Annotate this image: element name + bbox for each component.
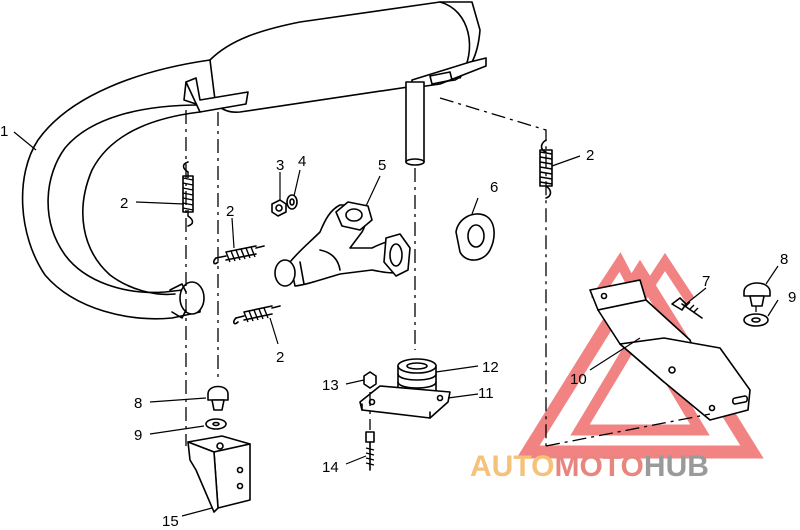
pipe-outlet-hook-top [169,283,187,293]
watermark-auto-part: AUTO [470,450,554,483]
y-pipe [274,201,411,287]
mount-base-plate-body [359,385,451,419]
bolt-7 [671,297,703,319]
callout-14: 14 [322,459,339,476]
nut-13 [363,371,377,389]
assembly-center-lines [185,97,757,447]
callout-1: 1 [0,123,8,140]
leader-lines [13,131,779,517]
y-pipe-right-flange [383,233,411,277]
bracket-10-slot [731,395,749,405]
grommet-8-right [743,282,771,307]
callout-12: 12 [482,359,499,376]
callout-2-center-upper: 2 [226,203,234,220]
bracket-15-side [213,443,251,509]
callout-5: 5 [378,157,386,174]
callout-10: 10 [570,371,587,388]
muffler-bracket-left-tab [183,81,197,105]
callout-7: 7 [702,273,710,290]
callout-15: 15 [162,513,179,530]
y-pipe-seam [319,249,341,271]
muffler-body [207,1,481,113]
watermark-auto: AUTOMOTOHUB [470,450,709,483]
muffler-stud [405,81,425,166]
spring-center-upper [213,245,265,265]
bracket-15-left [187,441,219,513]
y-pipe-left-outlet [274,259,296,287]
bracket-15 [187,435,251,513]
callout-6: 6 [490,179,498,196]
head-pipe-inner [82,111,201,296]
callout-labels: 1 2 2 2 2 3 4 5 6 7 8 8 9 9 10 11 12 13 … [0,123,796,530]
muffler-bracket-left [185,77,249,113]
muffler-stud-end [405,158,425,166]
callout-8-left: 8 [134,395,142,412]
callout-11: 11 [478,385,494,402]
muffler-stud-rod [405,81,425,163]
callout-8-right: 8 [780,251,788,268]
y-pipe-right-port [389,243,403,267]
gasket [455,213,495,261]
grommet-8-left [207,385,229,411]
watermark-hub-part: HUB [644,450,709,483]
y-pipe-upper-port [345,208,363,222]
bolt-14 [365,431,375,471]
gasket-plate [455,213,495,261]
callout-13: 13 [322,377,339,394]
callout-2-left: 2 [120,195,128,212]
watermark-peak-right [635,252,695,303]
callout-9-right: 9 [788,289,796,306]
watermark-text: AUTOMOTOHUB [470,450,709,483]
callout-2-center-lower: 2 [276,349,284,366]
muffler-tab [429,71,453,85]
spring-left-vertical [182,161,194,227]
head-pipe [21,59,216,320]
washer-9-right [743,313,769,327]
washer-4 [286,194,298,210]
callout-2-right: 2 [586,147,594,164]
callout-3: 3 [276,157,284,174]
rubber-mount-top [397,358,437,374]
y-pipe-upper-flange [335,201,373,231]
nut-3 [271,199,287,217]
mount-base-plate [359,385,451,419]
y-pipe-body [289,204,401,287]
pipe-outlet-hook-bottom [171,309,187,319]
spring-center-lower [233,305,281,325]
washer-9-left [205,418,227,430]
gasket-hole [467,224,485,248]
bracket-10-plate [619,337,751,421]
bracket-10 [589,279,751,421]
callout-9-left: 9 [134,427,142,444]
callout-4: 4 [298,153,306,170]
y-pipe-bead [299,261,305,285]
watermark-moto-part: MOTO [554,450,643,483]
